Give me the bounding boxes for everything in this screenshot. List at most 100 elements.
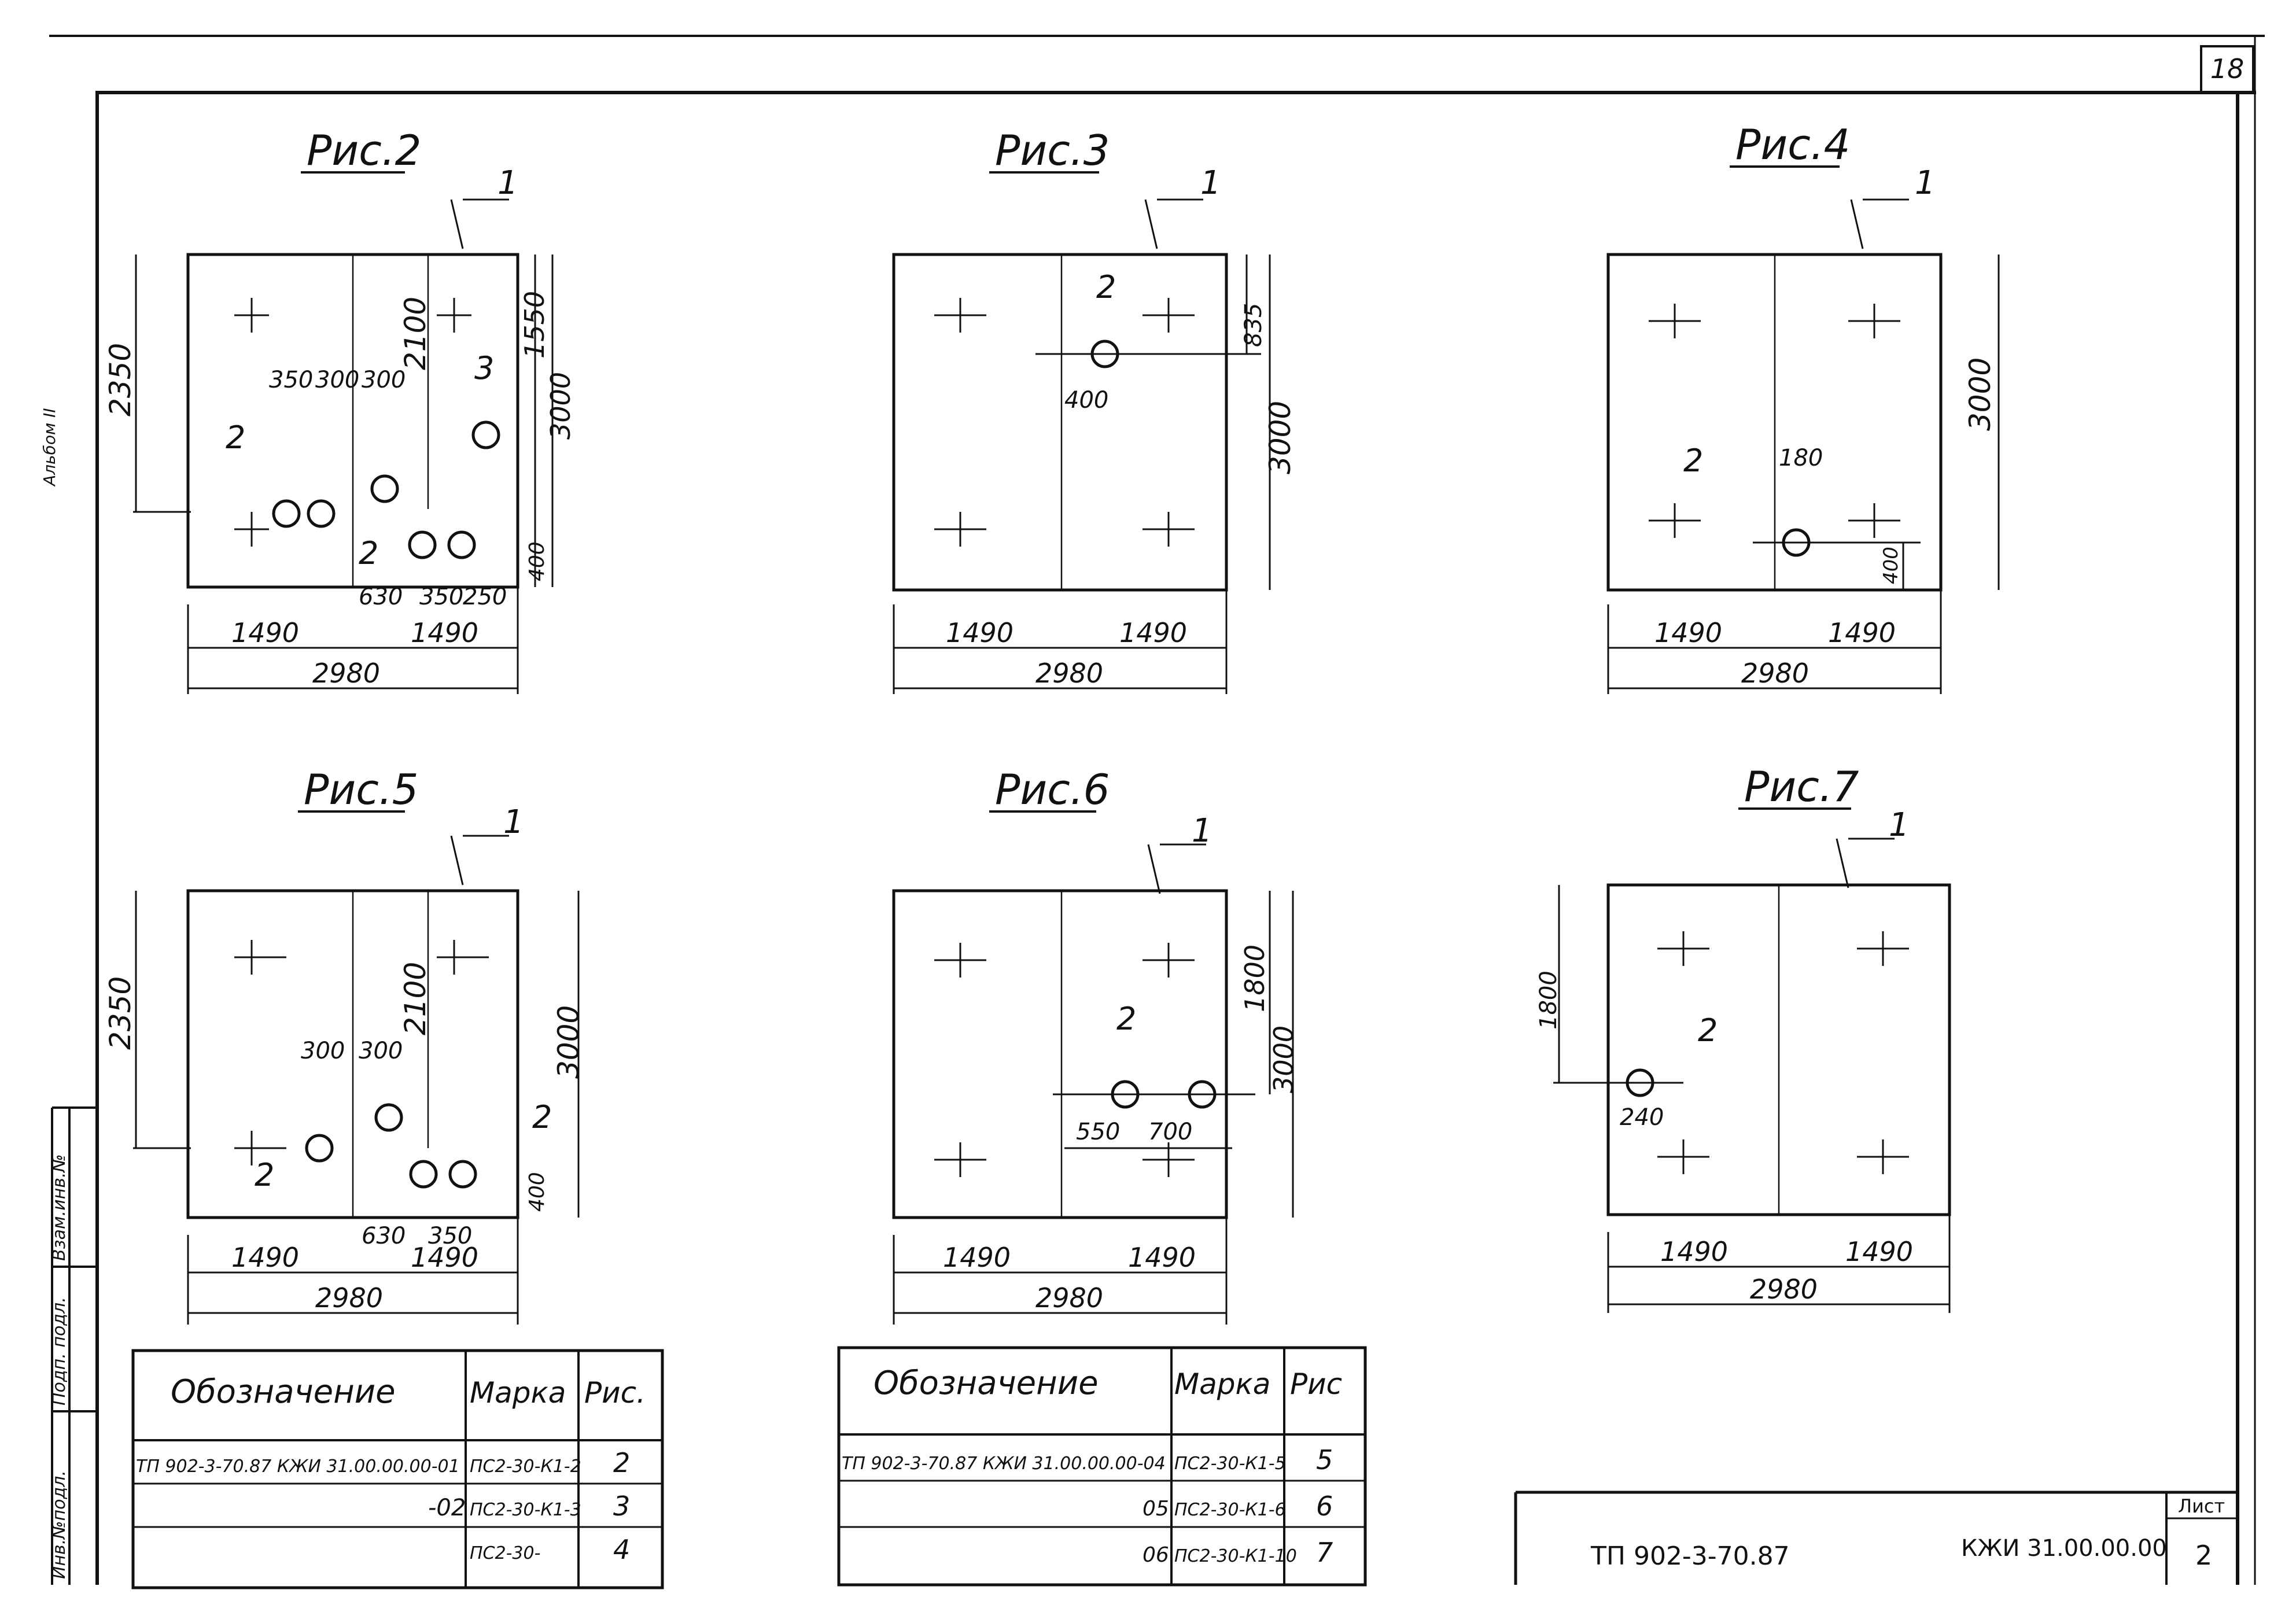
hole-callout: 2 — [1096, 269, 1116, 305]
hole-callout: 2 — [1698, 1012, 1718, 1049]
hole-callout: 2 — [532, 1099, 552, 1135]
stamp-sheet-value: 2 — [2195, 1540, 2212, 1571]
leader-number: 1 — [1200, 164, 1221, 202]
dim-label: 2980 — [1035, 658, 1103, 689]
stamp-sheet-label: Лист — [2178, 1495, 2225, 1517]
table-cell: 3 — [613, 1491, 630, 1522]
hole-callout: 2 — [359, 535, 378, 571]
dim-label: 630 — [362, 1223, 406, 1249]
dim-label: 1490 — [411, 1242, 478, 1273]
table-header: Рис — [1290, 1367, 1342, 1401]
dim-label: 300 — [301, 1038, 345, 1064]
dim-label: 3000 — [552, 1005, 585, 1079]
figure-title: Рис.7 — [1744, 762, 1859, 811]
dim-label: 1490 — [1828, 617, 1896, 648]
dim-label: 3000 — [1263, 401, 1297, 474]
side-label-vzam: Взам.инв.№ — [49, 1154, 69, 1261]
dim-label: 1490 — [1660, 1236, 1728, 1267]
hole-circle — [305, 1134, 334, 1163]
stamp-code: ТП 902-3-70.87 — [1590, 1541, 1790, 1571]
hole-circle — [408, 530, 437, 559]
figure-ris2: Рис.2 1 1490 1490 2980 2350 2100 1550 30… — [104, 126, 576, 694]
dim-label: 1490 — [231, 1242, 299, 1273]
hole-circle — [448, 1160, 477, 1189]
table-cell: -02 — [428, 1495, 466, 1521]
table-cell: 06 — [1143, 1543, 1169, 1567]
figure-ris6: Рис.6 1 1490 1490 2980 1800 3000 550 700… — [892, 765, 1299, 1325]
dim-label: 240 — [1620, 1104, 1664, 1131]
hole-circle — [409, 1160, 438, 1189]
dim-label: 1490 — [1128, 1242, 1196, 1273]
table-cell: ПС2-30-К1-2 — [470, 1456, 581, 1477]
dim-label: 180 — [1779, 445, 1823, 471]
table-cell: ПС2-30- — [470, 1543, 540, 1563]
spec-table-1: Обозначение Марка Рис. ТП 902-3-70.87 КЖ… — [131, 1349, 664, 1589]
dim-label: 1490 — [943, 1242, 1011, 1273]
dim-label: 2980 — [1750, 1274, 1818, 1305]
dim-label: 1490 — [231, 617, 299, 648]
dim-label: 1800 — [1535, 971, 1562, 1030]
dim-label: 2980 — [1741, 658, 1809, 689]
hole-circle — [447, 530, 476, 559]
table-cell: 6 — [1316, 1491, 1333, 1522]
hole-callout: 2 — [1683, 442, 1703, 479]
dim-label: 2980 — [315, 1282, 383, 1314]
table-cell: ПС2-30-К1-6 — [1174, 1500, 1286, 1520]
figure-title: Рис.2 — [307, 126, 422, 175]
dim-label: 1490 — [946, 617, 1014, 648]
table-cell: 2 — [613, 1447, 630, 1478]
figure-title: Рис.6 — [995, 765, 1110, 814]
stamp-code-2: КЖИ 31.00.00.00 — [1961, 1535, 2167, 1562]
dim-label: 2350 — [104, 976, 137, 1050]
leader-number: 1 — [1889, 806, 1910, 844]
dim-label: 1490 — [1845, 1236, 1913, 1267]
page-number: 18 — [2210, 53, 2245, 84]
hole-circle — [471, 420, 500, 449]
table-cell: 05 — [1143, 1497, 1169, 1521]
figure-ris5: Рис.5 1 1490 1490 2980 2350 2100 3000 40… — [104, 765, 585, 1325]
dim-label: 1800 — [1239, 945, 1270, 1012]
side-label-podp: Подп. подл. — [49, 1297, 69, 1406]
figure-ris3: Рис.3 1 1490 1490 2980 835 3000 400 2 — [892, 126, 1297, 694]
dim-label: 400 — [1064, 387, 1108, 414]
title-block: ТП 902-3-70.87 КЖИ 31.00.00.00 Лист 2 — [1514, 1491, 2238, 1585]
table-cell: 7 — [1316, 1537, 1333, 1568]
table-header: Обозначение — [874, 1364, 1099, 1402]
hole-callout: 2 — [226, 419, 245, 456]
dim-label: 250 — [463, 584, 507, 610]
table-header: Марка — [1174, 1367, 1270, 1401]
dim-label: 2980 — [312, 658, 380, 689]
table-cell: ТП 902-3-70.87 КЖИ 31.00.00.00-01 — [136, 1456, 460, 1477]
table-header: Обозначение — [171, 1373, 396, 1411]
side-label-inv: Инв.№подл. — [49, 1470, 69, 1579]
dim-label: 550 — [1076, 1119, 1120, 1145]
hole-circle — [307, 499, 336, 528]
dim-label: 2100 — [399, 962, 432, 1035]
dim-label: 400 — [525, 1172, 549, 1212]
dim-label: 350 — [428, 1223, 472, 1249]
table-cell: ПС2-30-К1-5 — [1174, 1454, 1286, 1474]
table-cell: 4 — [613, 1534, 630, 1565]
figure-ris7: Рис.7 1 1490 1490 2980 1800 240 2 — [1535, 762, 1951, 1313]
dim-label: 300 — [362, 367, 406, 393]
figure-ris4: Рис.4 1 1490 1490 2980 3000 180 400 2 — [1606, 120, 2000, 694]
table-cell: ТП 902-3-70.87 КЖИ 31.00.00.00-04 — [842, 1454, 1166, 1474]
figure-title: Рис.4 — [1735, 120, 1851, 169]
leader-number: 1 — [1915, 164, 1936, 202]
dim-label: 400 — [525, 541, 549, 581]
hole-circle — [272, 499, 301, 528]
dim-label: 835 — [1240, 303, 1267, 347]
leader-number: 1 — [1192, 812, 1213, 850]
leader-number: 1 — [503, 803, 524, 841]
dim-label: 630 — [359, 584, 403, 610]
table-cell: ПС2-30-К1-3 — [470, 1500, 581, 1520]
hole-callout: 3 — [474, 350, 494, 386]
panel-outline — [892, 253, 1228, 592]
top-left-mark: Альбом II — [40, 408, 59, 488]
table-header: Марка — [470, 1376, 566, 1410]
dim-label: 3000 — [1268, 1026, 1299, 1093]
dim-label: 1490 — [1654, 617, 1722, 648]
dim-label: 1490 — [1119, 617, 1187, 648]
dim-label: 2980 — [1035, 1282, 1103, 1314]
